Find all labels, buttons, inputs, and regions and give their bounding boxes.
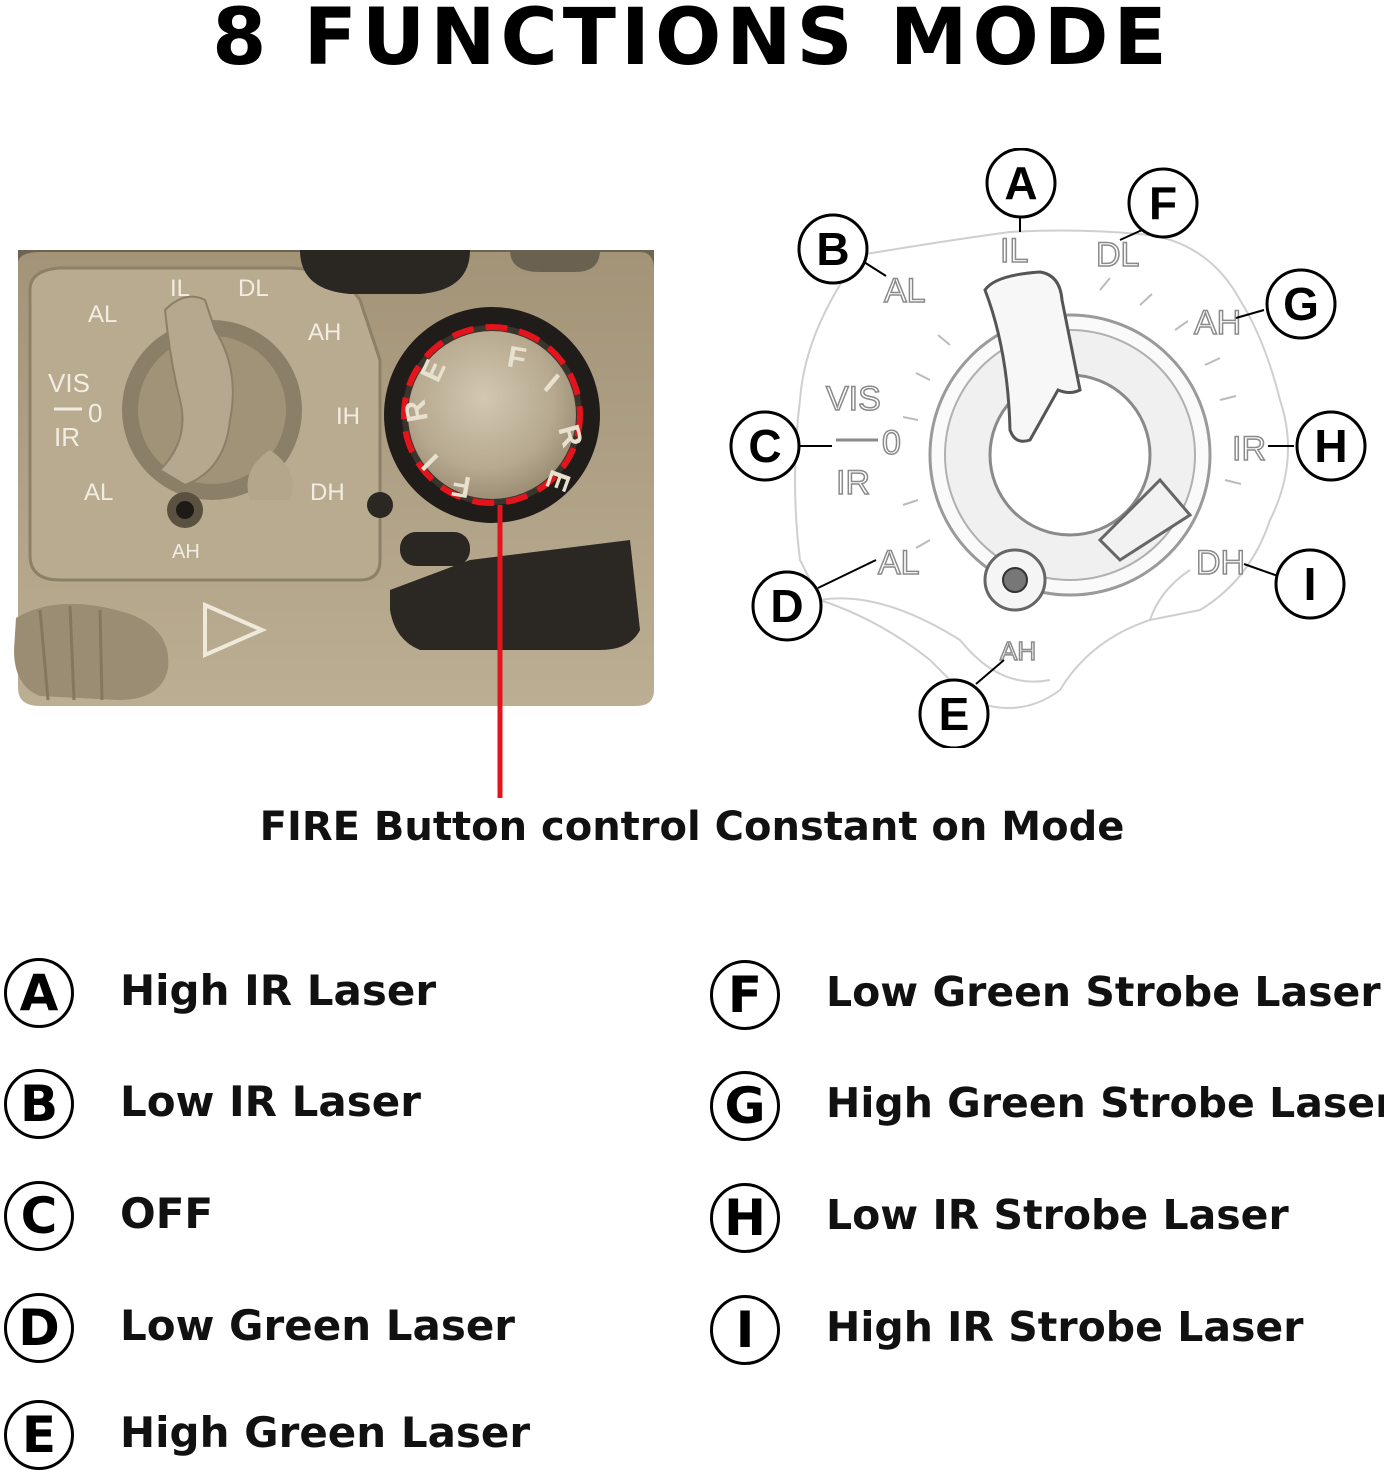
marking-al-top: AL xyxy=(884,272,926,310)
callout-g: G xyxy=(1283,278,1319,330)
diagram-lever xyxy=(983,270,1082,443)
panel-label-ah: AH xyxy=(308,319,341,346)
callout-a: A xyxy=(1004,157,1037,209)
panel-label-al-bottom: AL xyxy=(84,479,113,506)
fire-letter: F xyxy=(449,468,473,504)
selector-lever xyxy=(158,295,234,487)
dial-ticks xyxy=(902,277,1242,549)
legend-letter: D xyxy=(4,1293,74,1363)
arrow-mark-icon xyxy=(203,601,267,659)
callout-c: C xyxy=(748,420,781,472)
panel-label-ih: IH xyxy=(336,403,360,430)
fire-button xyxy=(408,331,576,499)
page-title: 8 FUNCTIONS MODE xyxy=(212,0,1172,83)
marking-zero: 0 xyxy=(882,424,901,462)
panel-label-al-top: AL xyxy=(88,301,117,328)
fire-highlight-ring xyxy=(401,324,583,506)
callout-i: I xyxy=(1304,558,1317,610)
panel-label-ir: IR xyxy=(54,422,80,452)
marking-vis: VIS xyxy=(826,380,881,418)
thumb-wheel xyxy=(14,603,169,700)
callout-b: B xyxy=(816,223,849,275)
legend-letter: A xyxy=(4,958,74,1028)
bottom-block xyxy=(390,540,640,650)
selector-diagram: IL DL AL AH VIS 0 IR IR AL DH AH A xyxy=(729,148,1367,748)
port xyxy=(400,532,470,566)
marking-ir-left: IR xyxy=(836,464,870,502)
marking-dl: DL xyxy=(1096,236,1139,274)
panel-label-zero: 0 xyxy=(88,398,102,428)
callout-d: D xyxy=(770,580,803,632)
marking-il: IL xyxy=(1000,232,1028,270)
legend-text: Low Green Laser xyxy=(120,1301,516,1350)
callout-f: F xyxy=(1149,177,1177,229)
fire-caption: FIRE Button control Constant on Mode xyxy=(259,804,1125,850)
top-window xyxy=(300,250,470,294)
legend-letter: G xyxy=(710,1071,780,1141)
fire-letter: F xyxy=(505,340,529,376)
legend-text: OFF xyxy=(120,1189,214,1238)
housing-outline xyxy=(794,229,1289,709)
marking-dh: DH xyxy=(1196,544,1245,582)
marking-ah: AH xyxy=(1194,304,1241,342)
panel-label-dh: DH xyxy=(310,479,345,506)
callout-h: H xyxy=(1314,420,1347,472)
panel-label-dl: DL xyxy=(238,275,269,302)
legend-letter: I xyxy=(710,1295,780,1365)
marking-ir-right: IR xyxy=(1232,430,1266,468)
legend-letter: B xyxy=(4,1069,74,1139)
callout-e: E xyxy=(939,688,970,740)
legend-text: Low IR Laser xyxy=(120,1077,421,1126)
marking-ah-bottom: AH xyxy=(1000,636,1036,666)
legend-letter: F xyxy=(710,960,780,1030)
legend-text: Low Green Strobe Laser xyxy=(826,968,1381,1016)
marking-al-bottom: AL xyxy=(878,544,920,582)
legend-letter: E xyxy=(4,1400,74,1470)
legend-text: High IR Strobe Laser xyxy=(826,1303,1304,1351)
panel-label-il: IL xyxy=(170,275,190,302)
legend-text: High Green Strobe Laser xyxy=(826,1079,1384,1127)
panel-label-ah-bottom: AH xyxy=(172,541,200,563)
device-photo: F I R E F I R E IL DL AL AH VIS 0 IR IH … xyxy=(14,250,654,798)
legend-letter: H xyxy=(710,1183,780,1253)
legend-text: High IR Laser xyxy=(120,966,437,1015)
panel-label-vis: VIS xyxy=(48,368,90,398)
legend-text: Low IR Strobe Laser xyxy=(826,1191,1289,1239)
legend-letter: C xyxy=(4,1181,74,1251)
legend-text: High Green Laser xyxy=(120,1408,531,1457)
